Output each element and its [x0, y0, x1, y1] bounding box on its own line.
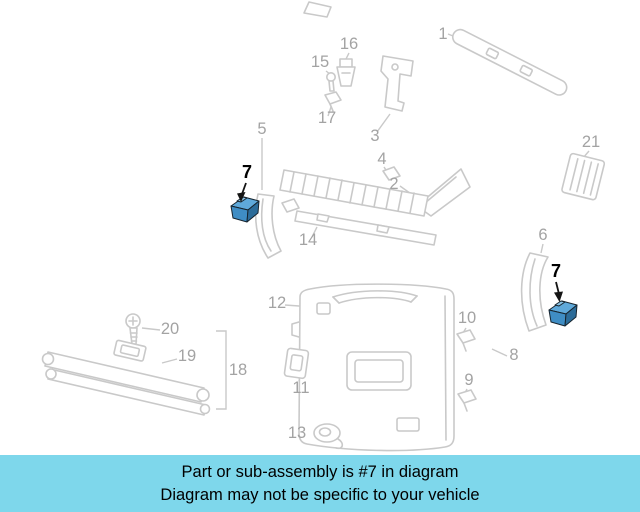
scuff-plate: [279, 169, 429, 217]
part-label-10: 10: [458, 309, 476, 327]
part-10-clip: [456, 329, 476, 352]
part-11-plate: [283, 347, 310, 380]
highlighted-part-7-right: [548, 300, 578, 327]
part-17-clip: [324, 91, 342, 112]
part-label-7-right: 7: [551, 261, 561, 281]
part-label-6: 6: [538, 226, 547, 244]
part-label-8: 8: [509, 346, 518, 364]
part-1-roof-trim: [451, 28, 568, 96]
part-9-clip: [457, 389, 477, 412]
part-label-15: 15: [311, 53, 329, 71]
arrowhead-icon: [237, 192, 246, 202]
part-13-grommet: [313, 423, 344, 450]
clip-side-face: [564, 304, 578, 327]
banner-line1: Part or sub-assembly is #7 in diagram: [181, 462, 459, 481]
diagram-parts: [41, 1, 606, 452]
part-20-screw: [125, 313, 141, 345]
arrow-to-part7-left: [237, 182, 247, 202]
arrowhead-icon: [554, 291, 563, 302]
clip-tab: [554, 300, 566, 307]
part-label-11: 11: [292, 379, 309, 397]
arrow-to-part7-right: [554, 281, 563, 302]
part-label-7-left: 7: [242, 162, 252, 182]
part-label-5: 5: [257, 120, 266, 138]
part-5-pillar-trim: [254, 193, 300, 259]
part-label-13: 13: [288, 424, 306, 442]
part-14-sill-strip: [294, 210, 437, 246]
part-label-17: 17: [318, 109, 336, 127]
part-label-21: 21: [582, 133, 600, 151]
part-label-19: 19: [178, 347, 196, 365]
banner-line2: Diagram may not be specific to your vehi…: [160, 485, 480, 504]
part-label-18: 18: [229, 361, 247, 379]
part-label-20: 20: [161, 320, 179, 338]
part-label-14: 14: [299, 231, 317, 249]
part-6-pillar-trim: [520, 252, 549, 332]
part-3-bracket: [380, 55, 414, 112]
highlighted-part-7-left: [230, 196, 260, 223]
part-labels: 1 2 3 4 5 6 7 7 8 9 10 11 12 13 14 15 16…: [161, 25, 600, 442]
liftgate-trim-panel: [291, 283, 455, 452]
part-19-cargo-cover: [41, 339, 211, 416]
parts-diagram-svg: 1 2 3 4 5 6 7 7 8 9 10 11 12 13 14 15 16…: [41, 1, 606, 452]
part-label-3: 3: [370, 127, 379, 145]
part-label-1: 1: [438, 25, 447, 43]
highlight-banner: Part or sub-assembly is #7 in diagram Di…: [0, 455, 640, 512]
part-label-4: 4: [377, 150, 386, 168]
clip-side-face: [246, 200, 260, 223]
part-label-16: 16: [340, 35, 358, 53]
part-2-wedge-trim: [416, 168, 471, 217]
part-15-pin: [325, 72, 336, 92]
part-4-clip: [382, 166, 401, 181]
part-16-clip: [336, 58, 356, 87]
part-21-vent-grille: [561, 152, 606, 201]
part-label-12: 12: [268, 294, 286, 312]
part-label-9: 9: [464, 371, 473, 389]
part-label-2: 2: [389, 175, 398, 193]
part-fragment-top: [303, 1, 332, 18]
